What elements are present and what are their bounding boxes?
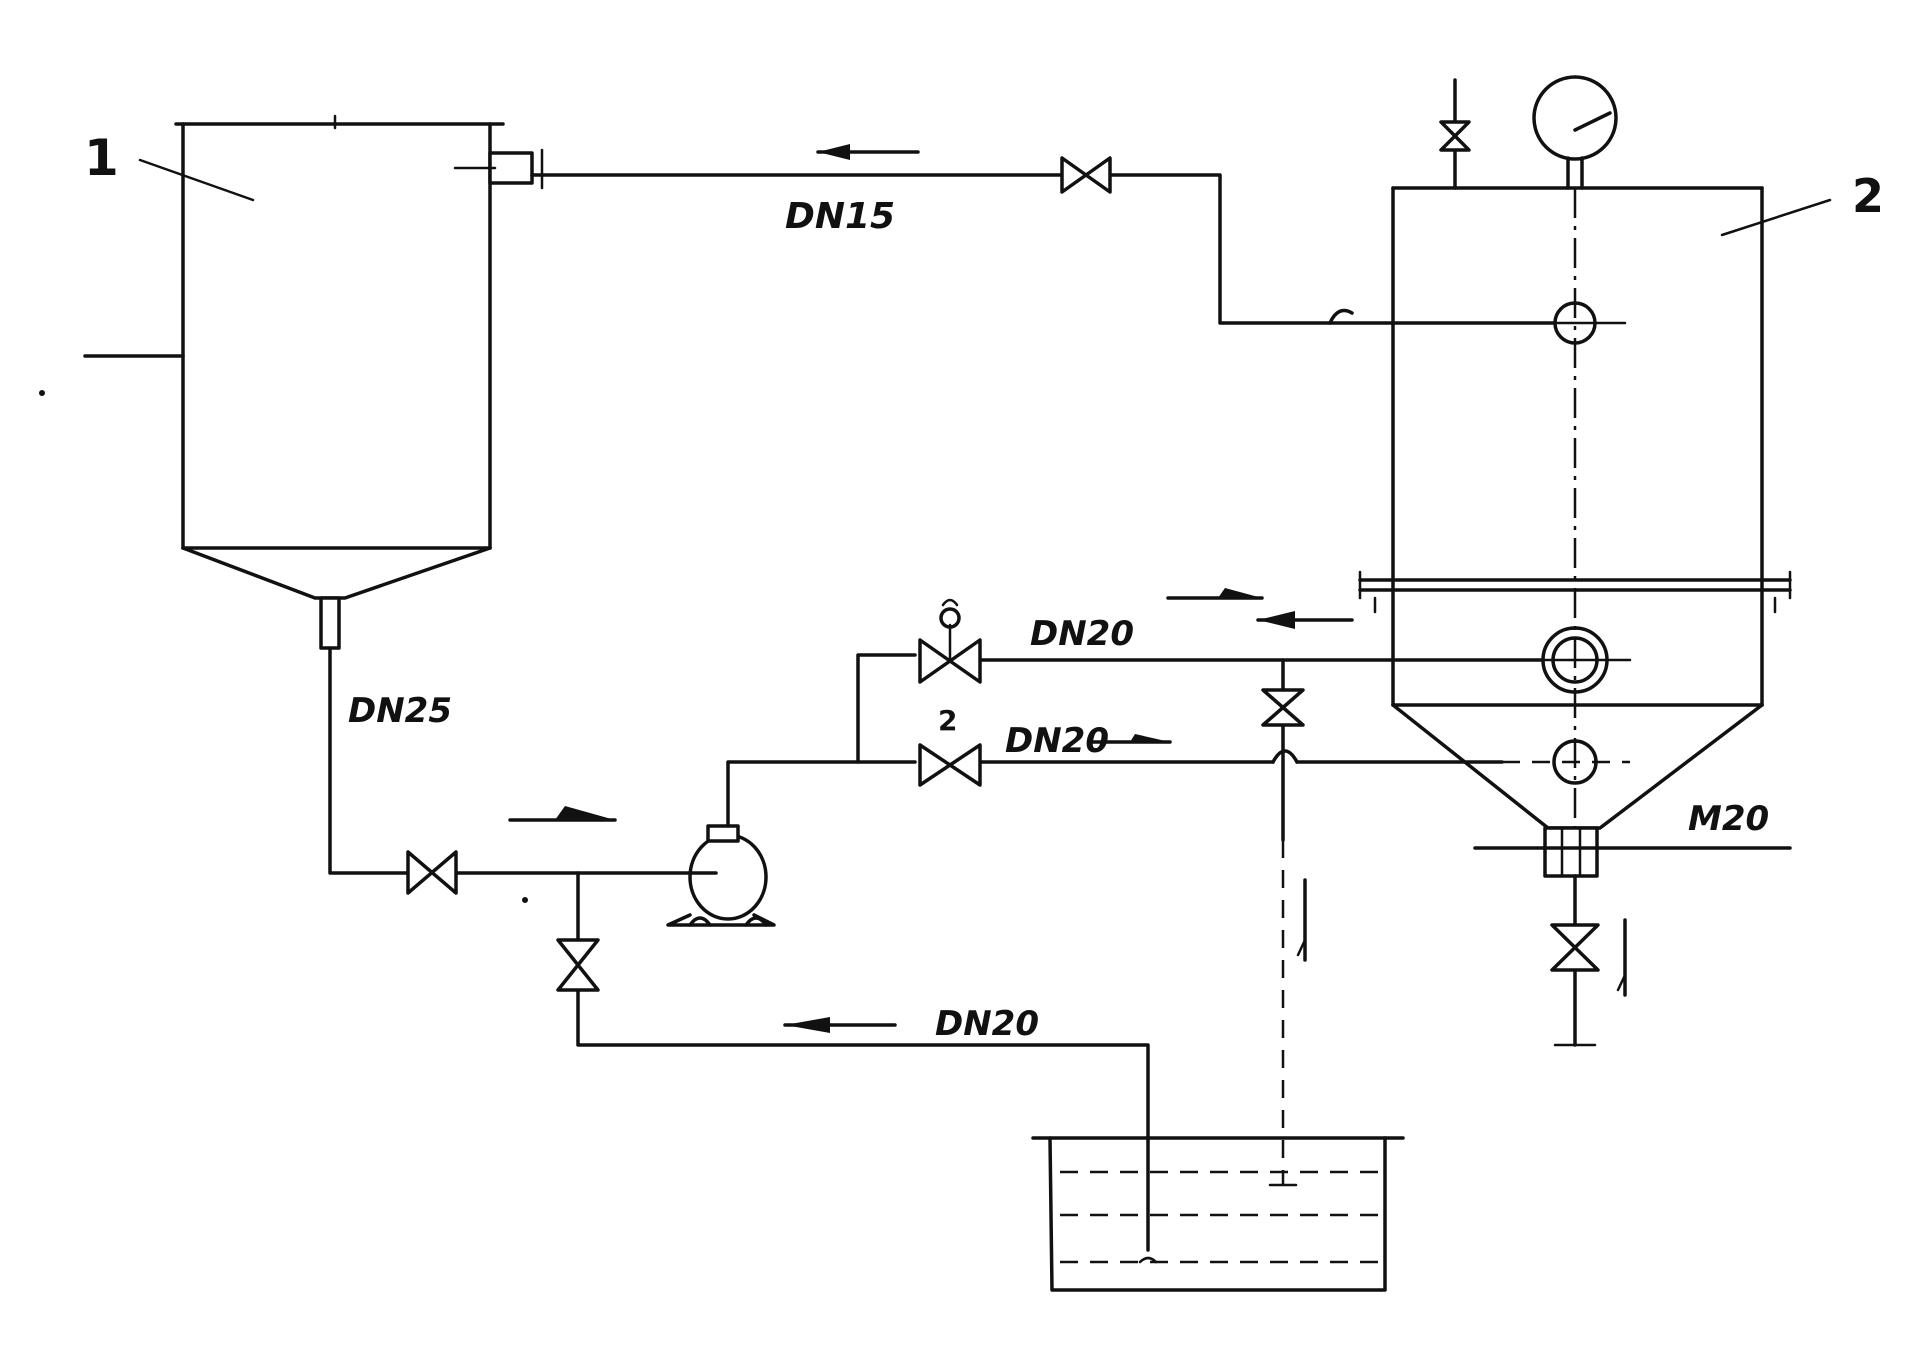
flow-arrow-icon <box>1616 918 1627 997</box>
stray-mark <box>39 390 45 396</box>
flow-arrow-icon <box>1296 878 1307 962</box>
line-dn25 <box>328 646 718 895</box>
label-dn20-upper: DN20 <box>1030 614 1134 654</box>
flow-arrow-icon <box>1256 611 1354 629</box>
vessel-1 <box>83 114 544 650</box>
valve-bowtie-icon[interactable] <box>1060 156 1112 194</box>
label-dn15: DN15 <box>785 196 895 237</box>
valve-bowtie-icon[interactable] <box>1261 688 1305 727</box>
label-dn25: DN25 <box>348 691 452 731</box>
flow-arrow-icon <box>1088 734 1172 744</box>
line-dn15 <box>530 156 1557 325</box>
overflow-line <box>1261 658 1305 1187</box>
flow-arrow-icon <box>1166 588 1264 600</box>
pressure-gauge-icon <box>1532 75 1618 190</box>
valve-bowtie-icon[interactable] <box>406 850 458 895</box>
stray-mark <box>522 897 528 903</box>
pump-discharge-lines <box>726 653 1545 828</box>
flow-arrow-icon <box>816 144 920 160</box>
vessel-1-label: 1 <box>84 129 119 187</box>
valve-lower-branch[interactable] <box>918 743 982 787</box>
leader-line-1 <box>138 158 255 202</box>
label-dn20-return: DN20 <box>935 1004 1039 1044</box>
nozzle-middle <box>1541 626 1632 694</box>
valve-bowtie-icon <box>1439 120 1471 152</box>
line-dn20-return <box>556 871 1158 1264</box>
vent-valve[interactable] <box>1439 78 1471 190</box>
nozzle-upper <box>1553 301 1627 345</box>
valve-upper-branch[interactable] <box>918 598 982 684</box>
leader-line-2 <box>1720 198 1832 237</box>
valve-bowtie-icon[interactable] <box>556 938 600 992</box>
valve-bowtie-icon <box>918 743 982 787</box>
sump-tank <box>1031 1136 1405 1292</box>
centrifugal-pump-icon[interactable] <box>666 824 776 927</box>
flow-arrow-icon <box>508 806 617 822</box>
valve-bowtie-icon <box>1550 923 1600 972</box>
drain-valve[interactable] <box>1550 874 1600 1047</box>
flow-arrow-icon <box>783 1017 897 1033</box>
nozzle-lower <box>1502 739 1630 785</box>
vessel-2 <box>1358 186 1792 878</box>
vessel-2-label: 2 <box>1852 169 1884 223</box>
valve-2-label: 2 <box>938 704 957 737</box>
label-m20: M20 <box>1688 799 1769 839</box>
